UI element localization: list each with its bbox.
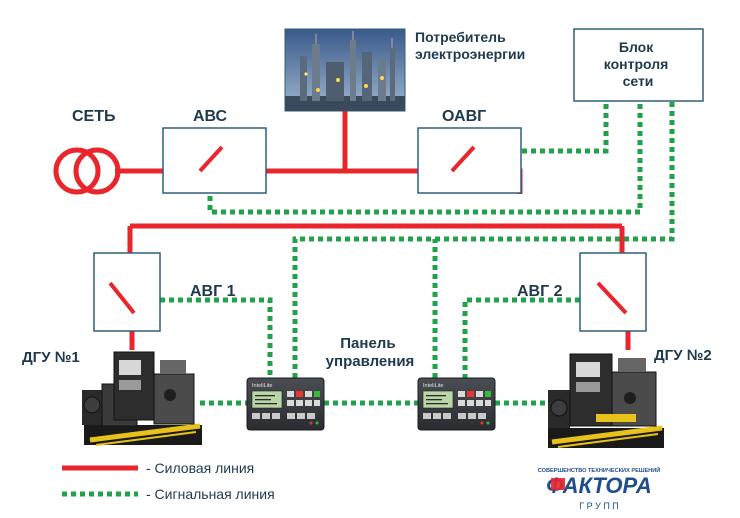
signal-line-avg1-to-panel1 bbox=[160, 297, 273, 378]
network-control-label: Блок контроля сети bbox=[604, 39, 672, 89]
signal-line-avg2-to-panel2 bbox=[462, 297, 580, 378]
grid-label: СЕТЬ bbox=[72, 108, 116, 125]
oavg-switch-box bbox=[417, 127, 522, 194]
consumer-label-line1: Потребитель bbox=[415, 29, 506, 45]
signal-line-panel1-to-control bbox=[292, 101, 675, 378]
consumer-label-line2: электроэнергии bbox=[415, 46, 525, 62]
logo-tagline: СОВЕРШЕНСТВО ТЕХНИЧЕСКИХ РЕШЕНИЙ bbox=[538, 466, 661, 474]
avs-label: АВС bbox=[193, 108, 228, 125]
avg2-switch-contact bbox=[596, 281, 628, 315]
control-panel-label: Панель управления bbox=[326, 335, 415, 370]
control-panel-2-brand: InteliLite bbox=[423, 383, 444, 389]
diesel-generator-1-image: ДГУ №1 bbox=[22, 349, 202, 446]
network-control-line3: сети bbox=[623, 73, 654, 89]
avg2-switch-box bbox=[579, 252, 647, 332]
avg1-switch-contact bbox=[108, 281, 136, 315]
signal-lines bbox=[160, 101, 675, 406]
control-panel-line1: Панель bbox=[340, 335, 395, 352]
dgu2-label: ДГУ №2 bbox=[654, 347, 712, 364]
network-control-line1: Блок bbox=[619, 39, 654, 55]
control-panel-1-brand: InteliLite bbox=[252, 383, 273, 389]
control-panel-1: InteliLite bbox=[246, 377, 325, 431]
legend: - Силовая линия - Сигнальная линия bbox=[62, 460, 275, 502]
company-logo: СОВЕРШЕНСТВО ТЕХНИЧЕСКИХ РЕШЕНИЙ ФАКТОРА… bbox=[536, 465, 662, 511]
legend-power-label: - Силовая линия bbox=[146, 460, 254, 476]
avg1-switch-box bbox=[93, 252, 161, 332]
signal-line-oavg-to-control bbox=[522, 101, 609, 154]
avg2-label: АВГ 2 bbox=[517, 283, 563, 300]
network-control-line2: контроля bbox=[604, 56, 669, 72]
logo-sub: Г Р У П П bbox=[579, 501, 619, 511]
control-panel-line2: управления bbox=[326, 353, 415, 370]
oavg-switch-contact bbox=[450, 145, 476, 173]
consumer-plant-image bbox=[284, 28, 406, 112]
legend-signal-label: - Сигнальная линия bbox=[146, 486, 275, 502]
oavg-label: ОАВГ bbox=[442, 108, 486, 125]
diesel-generator-2-image: ДГУ №2 bbox=[548, 347, 712, 448]
avg1-label: АВГ 1 bbox=[190, 283, 236, 300]
avs-switch-contact bbox=[198, 145, 224, 173]
avs-switch-box bbox=[162, 127, 267, 194]
transformer-icon bbox=[53, 147, 121, 195]
network-control-box bbox=[573, 28, 704, 102]
dgu1-label: ДГУ №1 bbox=[22, 349, 80, 366]
consumer-label: Потребитель электроэнергии bbox=[415, 29, 525, 62]
control-panel-2: InteliLite bbox=[417, 377, 496, 431]
